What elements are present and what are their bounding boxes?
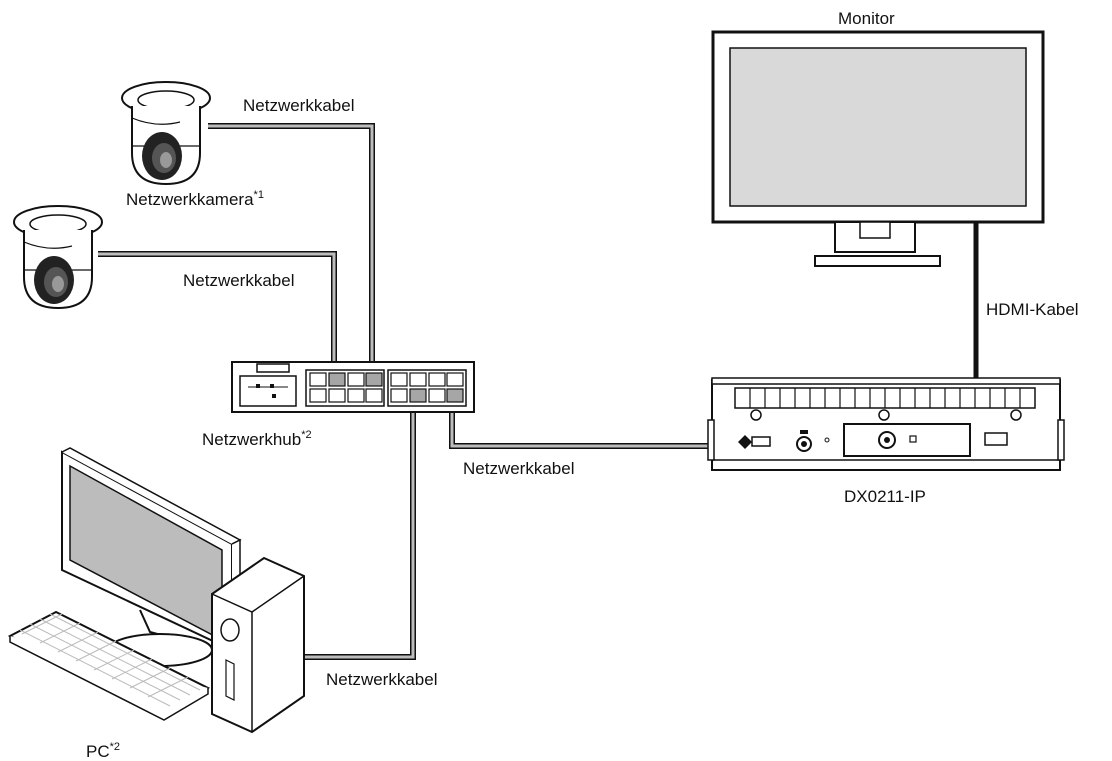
device-label: DX0211-IP <box>844 487 926 506</box>
camera-label: Netzwerkkamera*1 <box>126 189 264 209</box>
pc-label: PC*2 <box>86 741 121 761</box>
network-camera-2 <box>13 205 103 309</box>
cable-label-camera2: Netzwerkkabel <box>183 271 295 290</box>
hdmi-cable-label: HDMI-Kabel <box>986 300 1079 319</box>
monitor-label: Monitor <box>838 9 895 28</box>
cable-label-camera1: Netzwerkkabel <box>243 96 355 115</box>
hub-note: *2 <box>301 429 312 441</box>
pc-note: *2 <box>109 741 121 753</box>
hub-label-text: Netzwerkhub <box>202 430 302 449</box>
monitor <box>711 30 1045 267</box>
pc-label-text: PC <box>86 742 110 761</box>
camera-label-text: Netzwerkkamera <box>126 190 254 209</box>
cable-label-pc: Netzwerkkabel <box>326 670 438 689</box>
cable-camera1 <box>208 123 375 374</box>
camera-note: *1 <box>253 189 264 201</box>
dx0211-device <box>707 377 1065 471</box>
hub-label: Netzwerkhub*2 <box>202 429 312 449</box>
network-hub <box>231 361 475 413</box>
cable-pc <box>302 400 416 660</box>
cable-device <box>449 400 712 449</box>
pc <box>7 447 305 734</box>
cable-label-device: Netzwerkkabel <box>463 459 575 478</box>
network-camera-1 <box>121 81 211 185</box>
